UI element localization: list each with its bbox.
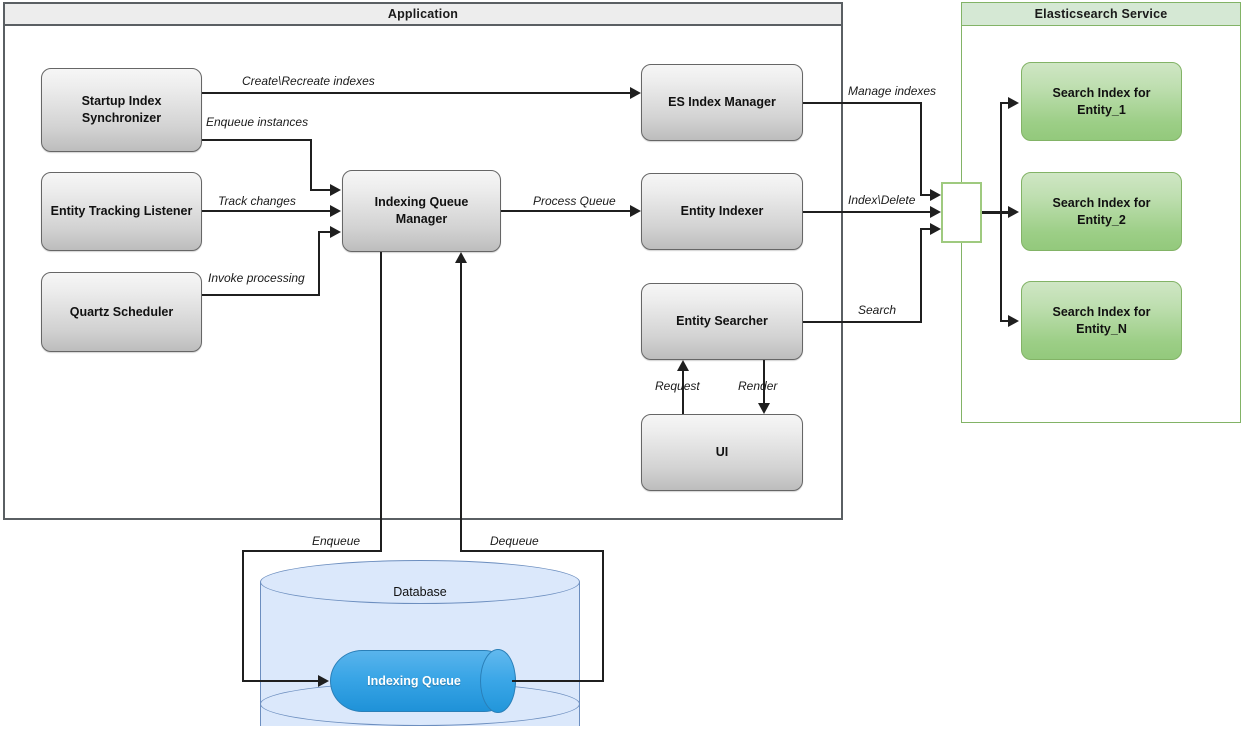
edge-gateway-to-index2-arrowhead xyxy=(1008,206,1019,218)
edge-dequeue-v1 xyxy=(602,550,604,682)
node-search-index-entity-1-label: Search Index for Entity_1 xyxy=(1052,85,1151,117)
node-entity-indexer[interactable]: Entity Indexer xyxy=(641,173,803,250)
edge-enqueue-instances-v xyxy=(310,139,312,191)
node-entity-tracking-listener-label: Entity Tracking Listener xyxy=(50,204,193,219)
edge-manage-indexes-h2 xyxy=(920,194,932,196)
edge-request-line xyxy=(682,371,684,414)
node-startup-index-synchronizer-label: Startup Index Synchronizer xyxy=(81,94,162,125)
node-ui-label: UI xyxy=(715,445,729,460)
edge-track-changes-arrowhead xyxy=(330,205,341,217)
edge-process-queue-arrowhead xyxy=(630,205,641,217)
edge-label-search: Search xyxy=(858,303,897,317)
edge-label-enqueue: Enqueue xyxy=(312,534,361,548)
edge-manage-indexes-v xyxy=(920,102,922,196)
edge-gateway-to-index2 xyxy=(1000,211,1012,214)
edge-enqueue-instances-arrowhead xyxy=(330,184,341,196)
node-es-index-manager[interactable]: ES Index Manager xyxy=(641,64,803,141)
node-entity-searcher-label: Entity Searcher xyxy=(676,314,768,329)
node-indexing-queue[interactable]: Indexing Queue xyxy=(330,649,516,713)
node-ui[interactable]: UI xyxy=(641,414,803,491)
edge-label-manage-indexes: Manage indexes xyxy=(848,84,937,98)
edge-invoke-processing-arrowhead xyxy=(330,226,341,238)
node-entity-tracking-listener[interactable]: Entity Tracking Listener xyxy=(41,172,202,251)
edge-enqueue-instances-h2 xyxy=(310,189,332,191)
edge-render-line xyxy=(763,360,765,403)
node-quartz-scheduler-label: Quartz Scheduler xyxy=(69,304,174,319)
node-es-index-manager-label: ES Index Manager xyxy=(668,95,776,110)
edge-label-process-queue: Process Queue xyxy=(533,194,616,208)
edge-enqueue-instances-h1 xyxy=(202,139,312,141)
edge-dequeue-v2 xyxy=(460,263,462,552)
edge-create-recreate-indexes-arrowhead xyxy=(630,87,641,99)
edge-gateway-to-indexn-arrowhead xyxy=(1008,315,1019,327)
edge-track-changes-line xyxy=(202,210,332,212)
edge-label-create-recreate-indexes: Create\Recreate indexes xyxy=(242,74,375,88)
edge-process-queue-line xyxy=(501,210,634,212)
node-indexing-queue-label: Indexing Queue xyxy=(367,674,461,688)
edge-enqueue-v1 xyxy=(380,252,382,552)
edge-index-delete-line xyxy=(803,211,932,213)
edge-search-h xyxy=(803,321,922,323)
edge-label-invoke-processing: Invoke processing xyxy=(208,271,305,285)
node-search-index-entity-2[interactable]: Search Index for Entity_2 xyxy=(1021,172,1182,251)
node-indexing-queue-manager-label: Indexing Queue Manager xyxy=(374,195,469,226)
edge-manage-indexes-h xyxy=(803,102,922,104)
edge-invoke-processing-h1 xyxy=(202,294,320,296)
node-entity-searcher[interactable]: Entity Searcher xyxy=(641,283,803,360)
node-database-label: Database xyxy=(393,585,447,599)
edge-gateway-out-stub xyxy=(982,211,1002,214)
edge-search-arrowhead xyxy=(930,223,941,235)
edge-label-dequeue: Dequeue xyxy=(490,534,539,548)
edge-dequeue-arrowhead xyxy=(455,252,467,263)
application-container-title: Application xyxy=(387,7,459,21)
node-indexing-queue-manager[interactable]: Indexing Queue Manager xyxy=(342,170,501,252)
edge-enqueue-h2 xyxy=(242,680,320,682)
edge-dequeue-h1 xyxy=(512,680,604,682)
edge-label-track-changes: Track changes xyxy=(218,194,296,208)
edge-manage-indexes-arrowhead xyxy=(930,189,941,201)
edge-gateway-to-index1 xyxy=(1000,102,1012,104)
edge-gateway-to-indexn xyxy=(1000,320,1012,322)
edge-create-recreate-indexes-line xyxy=(202,92,634,94)
edge-enqueue-h1 xyxy=(242,550,382,552)
elasticsearch-container-header: Elasticsearch Service xyxy=(961,2,1241,26)
edge-label-index-delete: Index\Delete xyxy=(848,193,916,207)
node-search-index-entity-n[interactable]: Search Index for Entity_N xyxy=(1021,281,1182,360)
edge-dequeue-h2 xyxy=(460,550,604,552)
edge-request-arrowhead xyxy=(677,360,689,371)
node-search-index-entity-2-label: Search Index for Entity_2 xyxy=(1052,195,1151,227)
node-search-index-entity-1[interactable]: Search Index for Entity_1 xyxy=(1021,62,1182,141)
elasticsearch-gateway-box xyxy=(941,182,982,243)
edge-render-arrowhead xyxy=(758,403,770,414)
database-cylinder-top-cap xyxy=(260,560,580,604)
edge-label-render: Render xyxy=(738,379,778,393)
edge-enqueue-v2 xyxy=(242,550,244,681)
edge-label-enqueue-instances: Enqueue instances xyxy=(206,115,309,129)
edge-search-v xyxy=(920,228,922,323)
elasticsearch-container-title: Elasticsearch Service xyxy=(1034,7,1168,21)
node-search-index-entity-n-label: Search Index for Entity_N xyxy=(1052,304,1151,336)
node-entity-indexer-label: Entity Indexer xyxy=(680,204,764,219)
node-quartz-scheduler[interactable]: Quartz Scheduler xyxy=(41,272,202,352)
edge-gateway-to-index1-arrowhead xyxy=(1008,97,1019,109)
edge-index-delete-arrowhead xyxy=(930,206,941,218)
node-startup-index-synchronizer[interactable]: Startup Index Synchronizer xyxy=(41,68,202,152)
edge-invoke-processing-h2 xyxy=(318,231,332,233)
edge-search-h2 xyxy=(920,228,932,230)
edge-enqueue-arrowhead xyxy=(318,675,329,687)
edge-invoke-processing-v xyxy=(318,231,320,296)
application-container-header: Application xyxy=(3,2,843,26)
edge-label-request: Request xyxy=(655,379,700,393)
